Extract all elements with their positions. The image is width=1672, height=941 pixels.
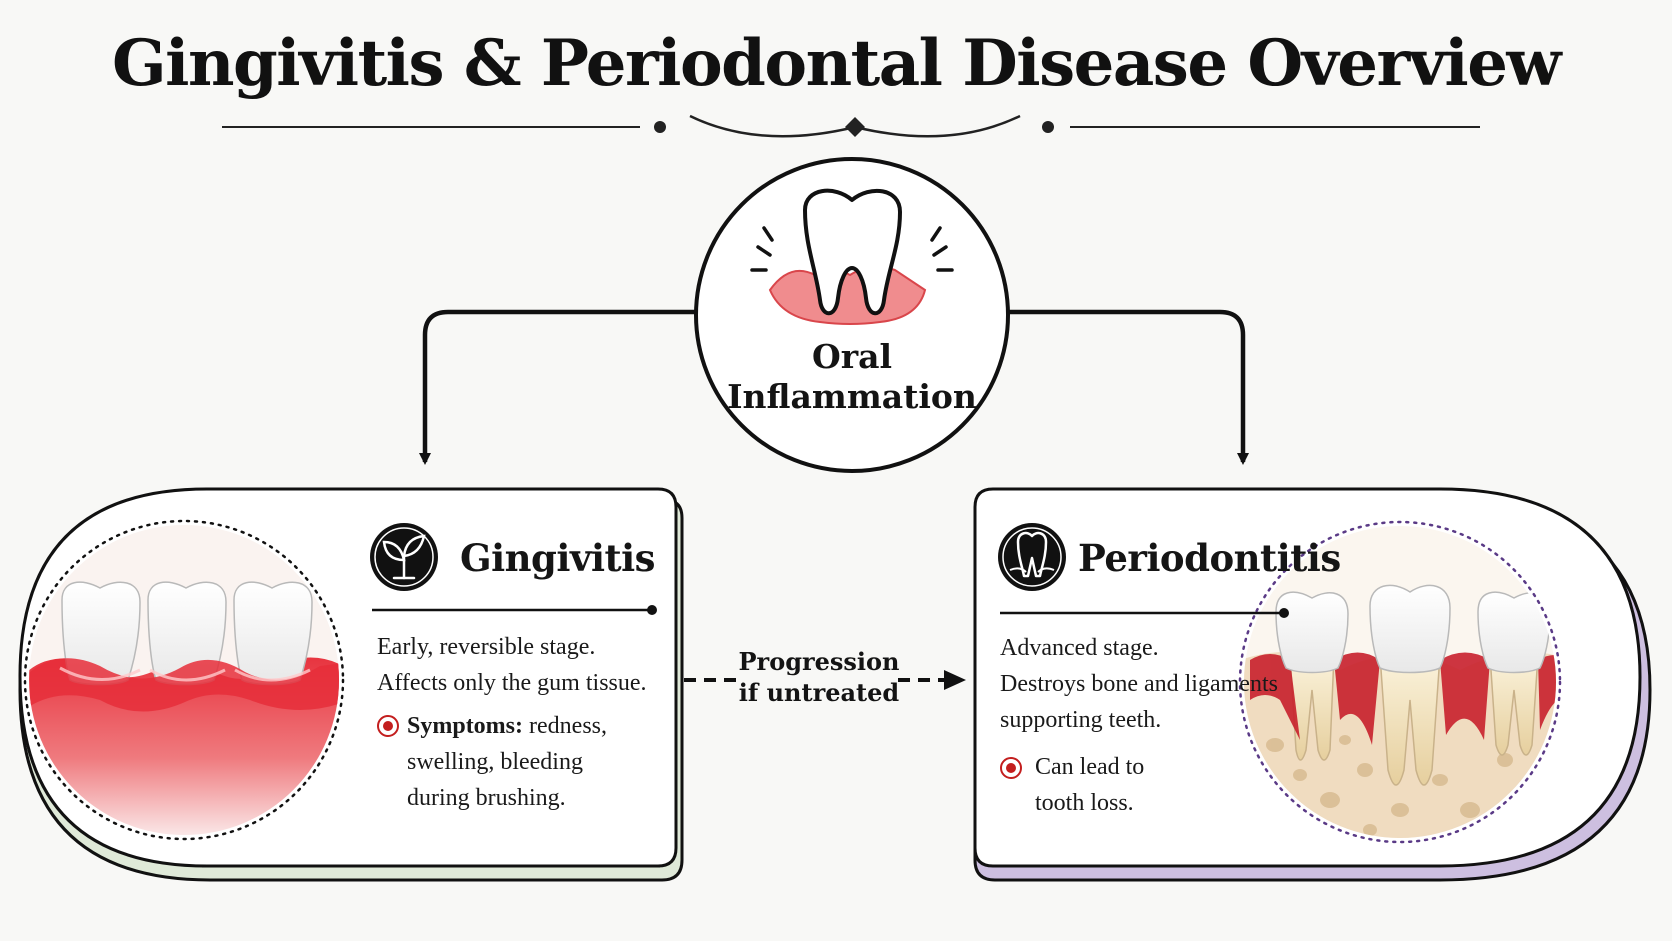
progression-label: Progression if untreated [735,646,903,708]
inflamed-tooth-icon [750,188,954,325]
gingivitis-symptoms: Symptoms: redness, [407,711,607,741]
periodontitis-title: Periodontitis [1078,536,1341,580]
tooth-root-icon [998,523,1066,591]
tooth-loss-bullet [1000,757,1022,779]
periodontitis-line2: Destroys bone and ligaments [1000,671,1278,697]
arrow-to-gingivitis [419,309,698,465]
gingivitis-title: Gingivitis [460,536,656,580]
symptoms-label: Symptoms: [407,713,524,739]
gingivitis-card [18,487,684,882]
center-node [694,157,1010,473]
title-divider [222,114,1480,138]
bone-loss-illustration [1244,526,1556,838]
center-node-label: Oral Inflammation [722,337,982,417]
center-label-line1: Oral [811,337,893,376]
progression-line1: Progression [738,647,900,676]
inflamed-gums-illustration [29,525,339,835]
progression-line2: if untreated [738,678,900,707]
symptoms-line2: swelling, bleeding [407,749,583,775]
symptoms-bullet [377,715,399,737]
tooth-loss-line2: tooth loss. [1035,790,1134,816]
gingivitis-line1: Early, reversible stage. [377,634,596,660]
arrow-to-periodontitis [1005,309,1249,465]
sprout-icon [370,523,438,591]
page-title: Gingivitis & Periodontal Disease Overvie… [112,26,1562,101]
gingivitis-line2: Affects only the gum tissue. [377,670,647,696]
periodontitis-line3: supporting teeth. [1000,707,1162,733]
periodontitis-line1: Advanced stage. [1000,635,1159,661]
center-label-line2: Inflammation [727,377,977,416]
symptoms-line3: during brushing. [407,785,566,811]
periodontitis-card [973,487,1652,882]
symptoms-line1: redness, [523,713,607,739]
tooth-loss-line1: Can lead to [1035,754,1145,780]
progression-arrow [684,670,966,690]
